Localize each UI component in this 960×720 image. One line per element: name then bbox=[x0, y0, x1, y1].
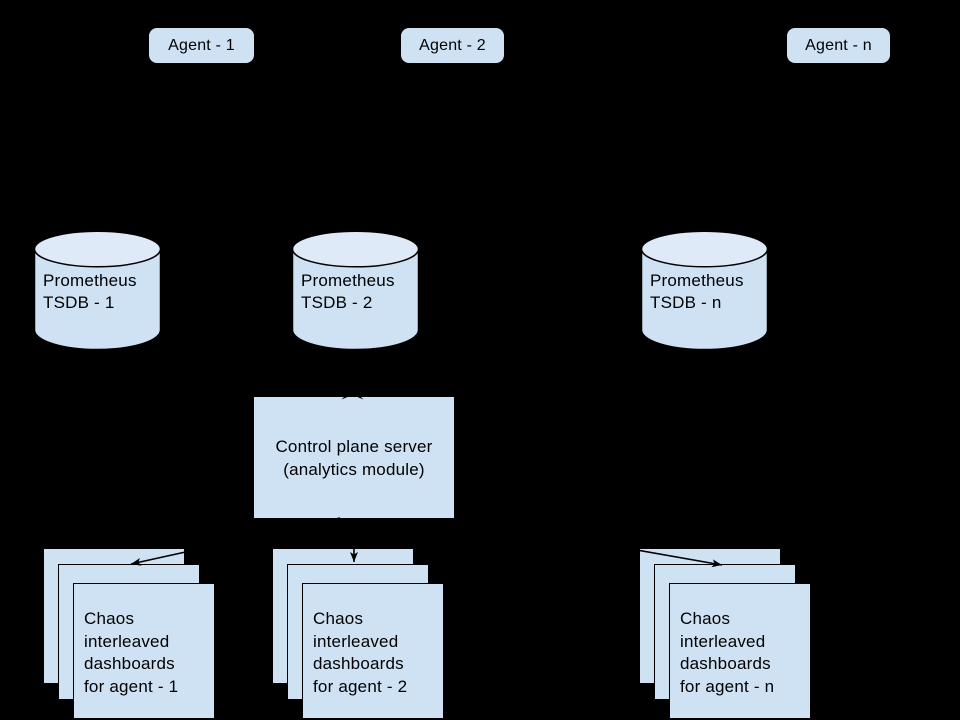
agent-n-box: Agent - n bbox=[787, 28, 890, 63]
control-plane-label: Control plane server (analytics module) bbox=[275, 436, 433, 479]
tsdb-2-label: Prometheus TSDB - 2 bbox=[301, 271, 395, 312]
tsdb-n-label: Prometheus TSDB - n bbox=[650, 271, 744, 312]
control-plane-box: Control plane server (analytics module) bbox=[254, 397, 454, 518]
dashboard-stack-1: Chaos interleaved dashboards for agent -… bbox=[43, 548, 215, 720]
dashboard-stack-n: Chaos interleaved dashboards for agent -… bbox=[639, 548, 811, 720]
dashboard-sheet-front: Chaos interleaved dashboards for agent -… bbox=[302, 583, 444, 719]
cylinder-body-outline bbox=[33, 249, 162, 351]
tsdb-2-cylinder: Prometheus TSDB - 2 bbox=[291, 230, 420, 351]
cylinder-top-ellipse bbox=[33, 230, 162, 268]
cylinder-shape bbox=[291, 230, 420, 351]
dashboard-sheet-front: Chaos interleaved dashboards for agent -… bbox=[73, 583, 215, 719]
cylinder-top-ellipse bbox=[291, 230, 420, 268]
cylinder-body-shape bbox=[34, 249, 161, 350]
cylinder-body-shape bbox=[292, 249, 419, 350]
dashboard-stack-2-label: Chaos interleaved dashboards for agent -… bbox=[313, 609, 408, 696]
agent-2-label: Agent - 2 bbox=[419, 36, 486, 54]
dashboard-stack-n-label: Chaos interleaved dashboards for agent -… bbox=[680, 609, 775, 696]
cylinder-body-outline bbox=[291, 249, 420, 351]
tsdb-n-cylinder: Prometheus TSDB - n bbox=[640, 230, 769, 351]
dashboard-stack-1-label: Chaos interleaved dashboards for agent -… bbox=[84, 609, 179, 696]
cylinder-body-outline bbox=[640, 249, 769, 351]
agent-2-box: Agent - 2 bbox=[401, 28, 504, 63]
agent-1-box: Agent - 1 bbox=[149, 28, 254, 63]
tsdb-1-cylinder: Prometheus TSDB - 1 bbox=[33, 230, 162, 351]
dashboard-sheet-front: Chaos interleaved dashboards for agent -… bbox=[669, 583, 811, 719]
tsdb-1-label: Prometheus TSDB - 1 bbox=[43, 271, 137, 312]
cylinder-top-ellipse bbox=[640, 230, 769, 268]
dashboard-stack-2: Chaos interleaved dashboards for agent -… bbox=[272, 548, 444, 720]
cylinder-shape bbox=[640, 230, 769, 351]
agent-n-label: Agent - n bbox=[805, 36, 872, 54]
cylinder-body-shape bbox=[641, 249, 768, 350]
cylinder-shape bbox=[33, 230, 162, 351]
agent-1-label: Agent - 1 bbox=[168, 36, 235, 54]
